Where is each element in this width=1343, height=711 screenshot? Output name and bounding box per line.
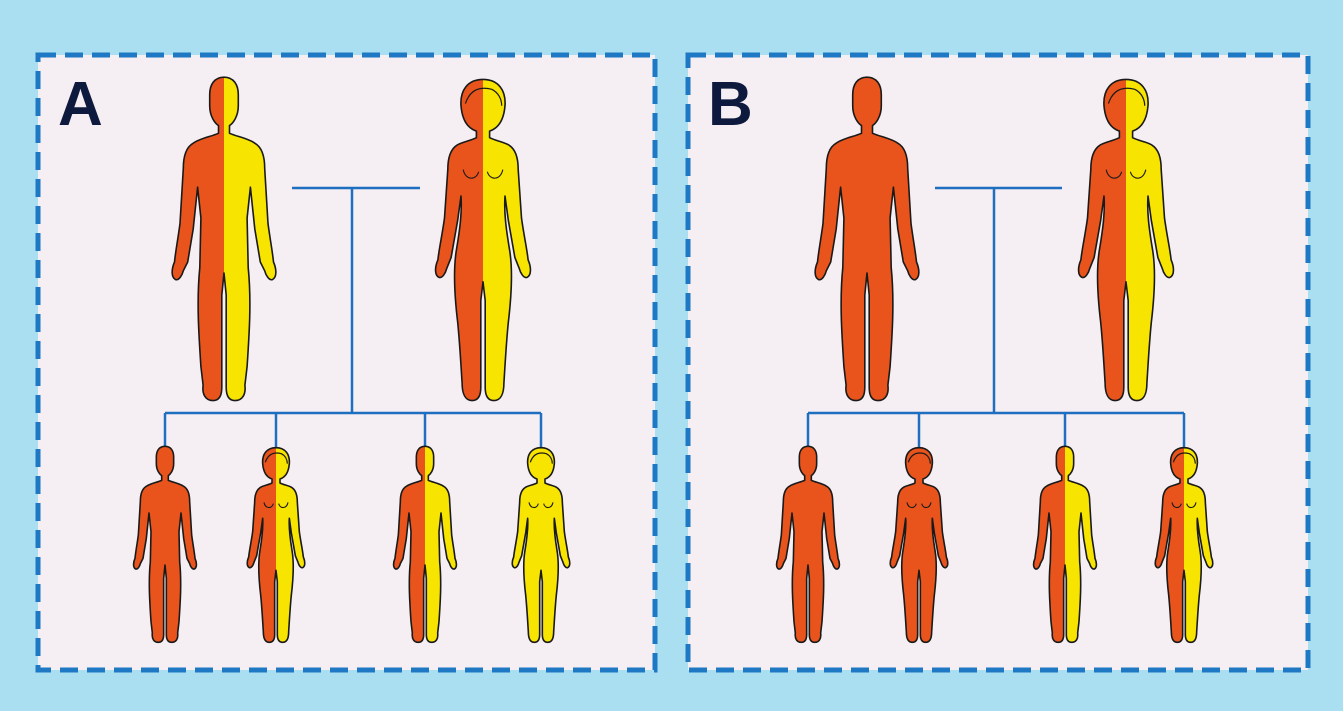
panel-b: B — [688, 55, 1308, 670]
panel-a: A — [38, 55, 655, 670]
panel-label: A — [58, 70, 103, 139]
panel-frame — [38, 55, 655, 670]
panel-label: B — [708, 70, 753, 139]
panel-frame — [688, 55, 1308, 670]
